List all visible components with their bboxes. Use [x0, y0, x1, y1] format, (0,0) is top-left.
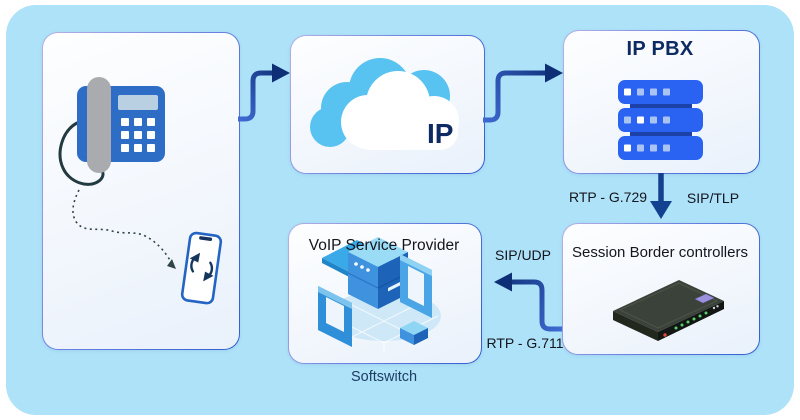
softswitch-caption: Softswitch [350, 369, 418, 385]
node-ip-cloud [290, 35, 485, 174]
edge-label-rtp-g711: RTP - G.711 [486, 335, 564, 351]
edge-label-sip-tlp: SIP/TLP [686, 190, 740, 206]
ip-pbx-title: IP PBX [626, 38, 694, 60]
cloud-ip-label: IP [427, 118, 454, 149]
edge-label-rtp-g729: RTP - G.729 [568, 189, 648, 205]
node-phones [42, 32, 240, 350]
edge-label-sip-udp: SIP/UDP [494, 247, 552, 263]
voip-title: VoIP Service Provider [308, 237, 460, 254]
sbc-title: Session Border controllers [572, 244, 748, 261]
node-session-border-controllers [562, 223, 760, 355]
